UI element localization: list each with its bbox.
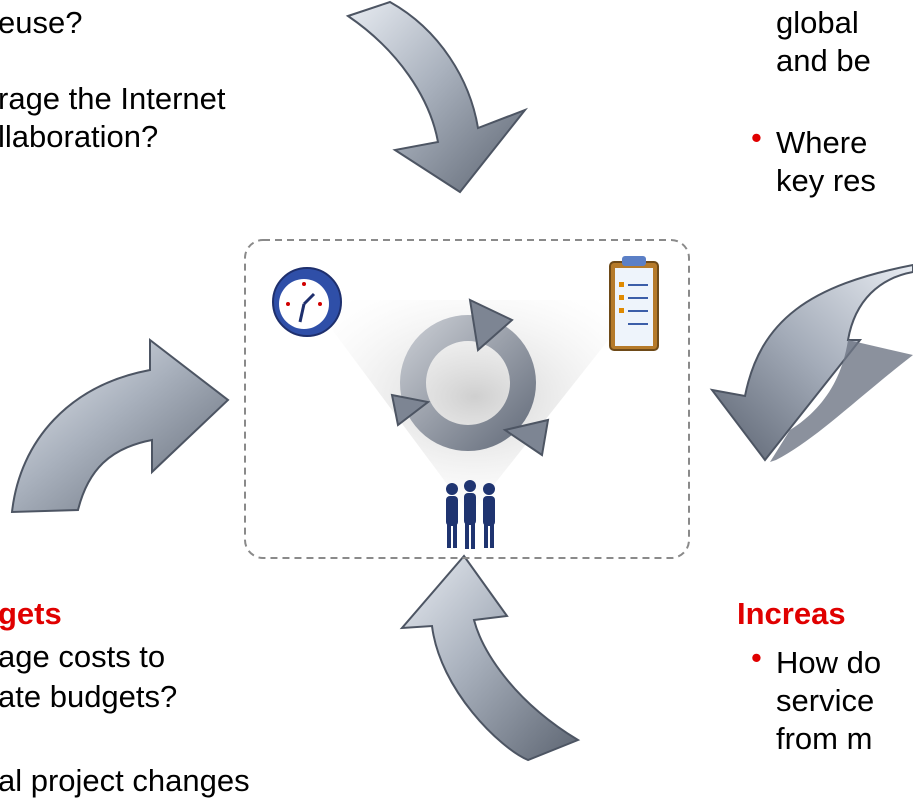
- cycle-arrows-icon: [390, 298, 550, 457]
- top-left-line-1: euse?: [0, 5, 83, 40]
- bottom-right-heading: Increas: [737, 596, 846, 631]
- top-left-line-2: rage the Internet: [0, 81, 226, 116]
- clipboard-icon: [609, 256, 659, 351]
- curved-arrow-right-icon: [10, 337, 230, 514]
- top-right-line-2: and be: [776, 43, 871, 78]
- bottom-left-line-1: age costs to: [0, 639, 166, 674]
- top-right-line-1: global: [776, 5, 859, 40]
- triangle-backdrop: [310, 300, 640, 515]
- curved-arrow-up-icon: [399, 554, 581, 762]
- top-right-line-3: Where: [776, 125, 868, 160]
- people-icon: [446, 480, 495, 549]
- clock-icon: [272, 267, 342, 337]
- bottom-right-line-1: How do: [776, 645, 882, 680]
- curved-arrow-left-icon: [709, 263, 913, 462]
- bottom-right-line-3: from m: [776, 721, 873, 756]
- bottom-left-heading: gets: [0, 596, 62, 631]
- bottom-left-line-3: al project changes: [0, 763, 250, 798]
- top-right-bullet: •: [751, 120, 762, 155]
- center-frame: [244, 239, 690, 559]
- top-right-line-4: key res: [776, 163, 876, 198]
- bottom-right-bullet: •: [751, 640, 762, 675]
- bottom-left-line-2: ate budgets?: [0, 679, 178, 714]
- top-left-line-3: llaboration?: [0, 119, 159, 154]
- curved-arrow-down-icon: [345, 0, 529, 194]
- bottom-right-line-2: service: [776, 683, 875, 718]
